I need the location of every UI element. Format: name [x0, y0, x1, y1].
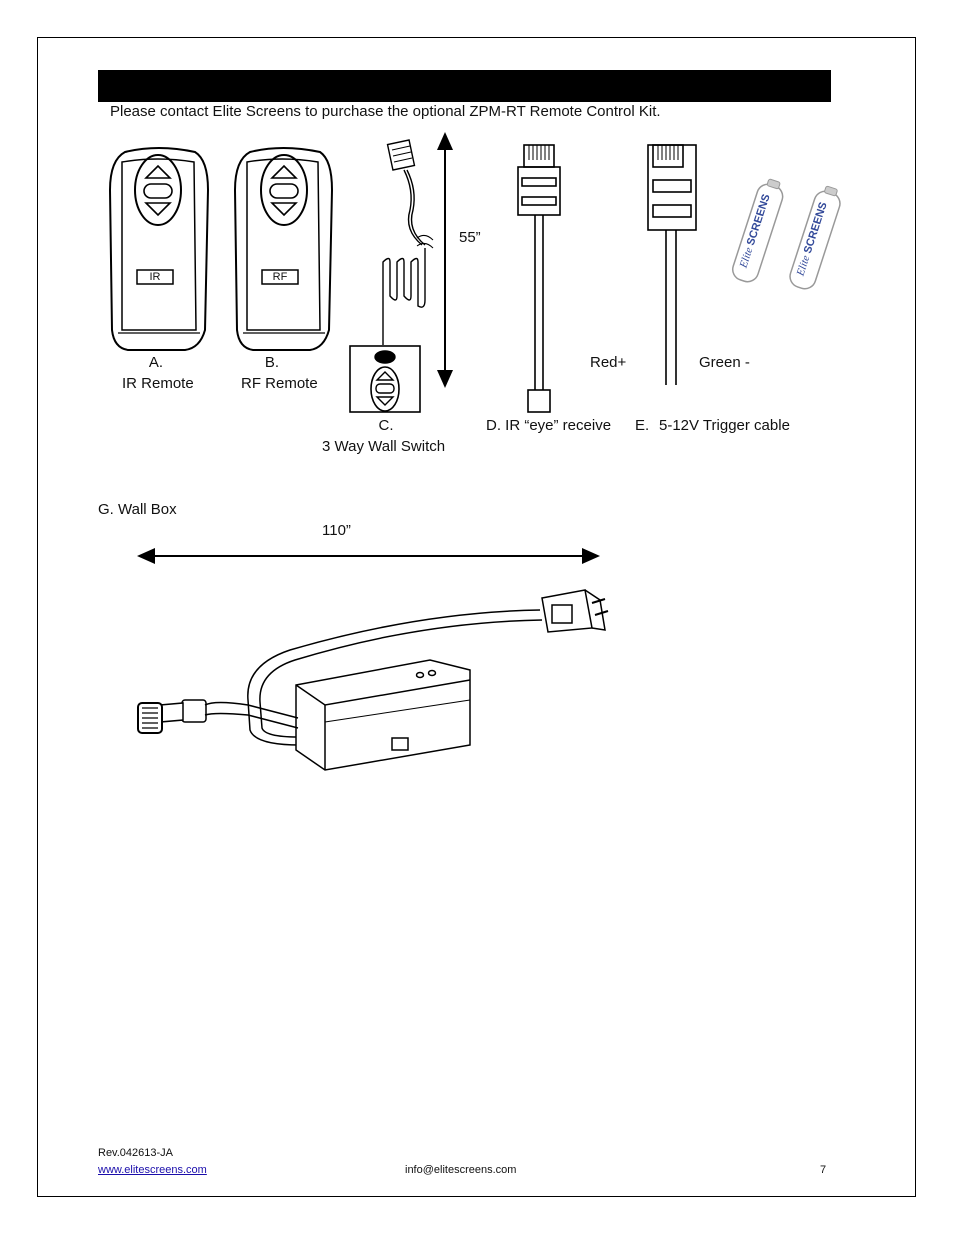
- item-c-letter: C.: [378, 417, 394, 434]
- item-b-letter: B.: [264, 354, 280, 371]
- item-e-name: 5-12V Trigger cable: [659, 417, 790, 434]
- wall-box-illustration: [137, 589, 609, 771]
- ir-eye-receiver-illustration: [517, 144, 561, 413]
- item-g-name: G. Wall Box: [98, 501, 177, 518]
- footer-website-link[interactable]: www.elitescreens.com: [98, 1164, 207, 1176]
- item-a-letter: A.: [148, 354, 164, 371]
- page-frame: [37, 37, 916, 1197]
- ir-tag: IR: [149, 271, 161, 283]
- trigger-cable-illustration: [647, 144, 697, 385]
- green-wire-label: Green -: [699, 354, 750, 371]
- section-header-bar: [98, 70, 831, 102]
- wall-switch-illustration: [349, 139, 434, 413]
- rf-tag: RF: [272, 271, 288, 283]
- item-e-letter: E.: [635, 417, 650, 434]
- item-c-name: 3 Way Wall Switch: [322, 438, 446, 455]
- battery-right-icon: Elite SCREENS: [789, 185, 841, 290]
- wall-box-length-label: 110”: [322, 522, 351, 539]
- item-b-name: RF Remote: [241, 375, 318, 392]
- red-wire-label: Red+: [590, 354, 627, 371]
- item-d-name: D. IR “eye” receive: [486, 417, 612, 434]
- item-a-name: IR Remote: [122, 375, 194, 392]
- battery-left-icon: Elite SCREENS: [731, 178, 784, 283]
- intro-text: Please contact Elite Screens to purchase…: [110, 103, 661, 120]
- footer-email: info@elitescreens.com: [405, 1164, 517, 1176]
- footer-revision: Rev.042613-JA: [98, 1147, 174, 1159]
- ir-remote-illustration: [108, 147, 210, 351]
- page-number: 7: [820, 1164, 827, 1176]
- cable-length-label: 55”: [459, 229, 481, 246]
- rf-remote-illustration: [233, 147, 334, 351]
